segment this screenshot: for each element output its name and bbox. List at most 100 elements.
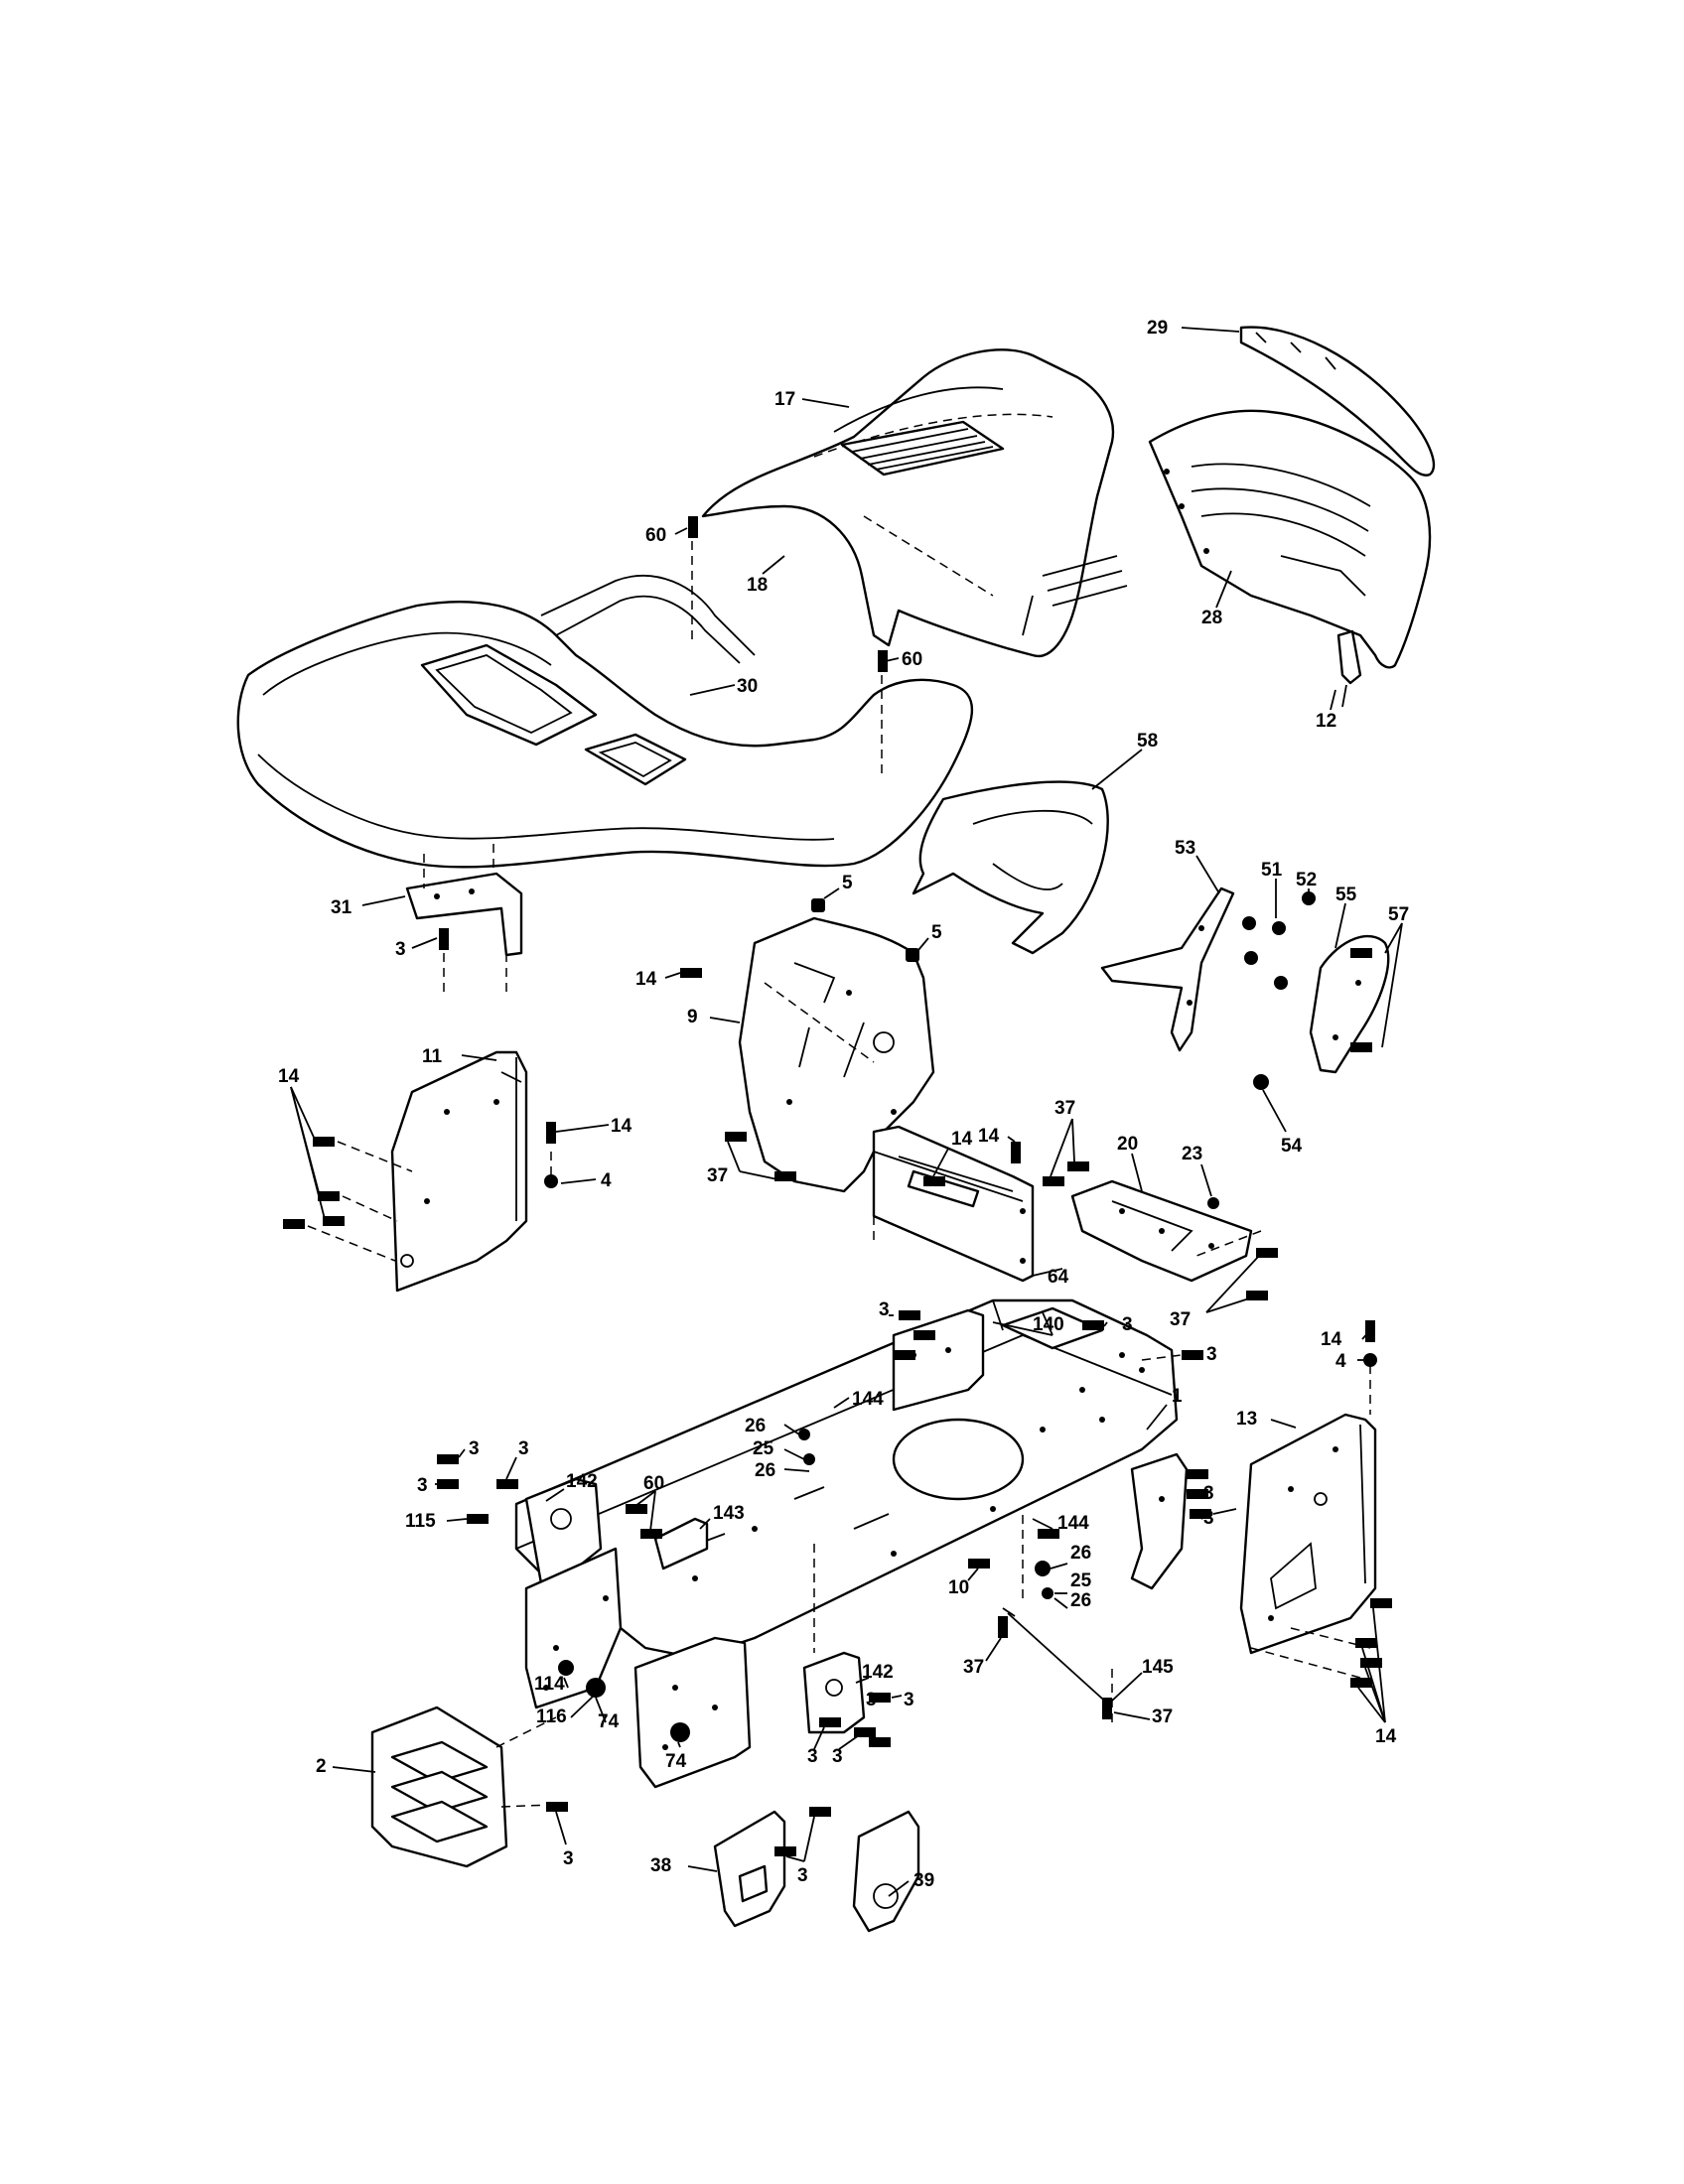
label-37: 37 xyxy=(1152,1706,1173,1727)
label-3: 3 xyxy=(563,1848,574,1869)
label-9: 9 xyxy=(687,1007,698,1027)
label-3: 3 xyxy=(469,1438,480,1459)
label-60: 60 xyxy=(643,1473,664,1494)
hood-grille xyxy=(840,420,1005,477)
bracket-143-part xyxy=(653,1517,709,1570)
label-57: 57 xyxy=(1388,904,1409,925)
label-39: 39 xyxy=(913,1870,934,1891)
label-14: 14 xyxy=(278,1066,300,1087)
label-38: 38 xyxy=(650,1855,671,1876)
bracket-12-part xyxy=(1336,629,1362,708)
bracket-55-part xyxy=(1309,934,1390,1074)
label-28: 28 xyxy=(1201,608,1222,628)
label-14: 14 xyxy=(951,1129,973,1150)
label-14: 14 xyxy=(978,1126,1000,1147)
label-114: 114 xyxy=(534,1674,565,1695)
label-37: 37 xyxy=(1170,1309,1191,1330)
frame-bracket-right-part xyxy=(1130,1452,1189,1590)
label-3: 3 xyxy=(1122,1314,1133,1335)
bumper-plate-part xyxy=(370,1706,508,1868)
grille-part xyxy=(1148,409,1432,669)
label-144: 144 xyxy=(1057,1513,1089,1534)
callout-labels: 17 29 60 18 28 60 30 12 58 53 51 52 55 5… xyxy=(278,318,1409,1891)
label-3: 3 xyxy=(797,1865,808,1886)
label-37: 37 xyxy=(1054,1098,1075,1119)
label-74: 74 xyxy=(598,1711,620,1732)
label-116: 116 xyxy=(536,1706,567,1727)
label-14: 14 xyxy=(1321,1329,1342,1350)
fender-part xyxy=(236,575,974,869)
label-26: 26 xyxy=(1070,1590,1091,1611)
label-11: 11 xyxy=(422,1046,443,1067)
label-20: 20 xyxy=(1117,1134,1138,1155)
bracket-39-part xyxy=(852,1810,920,1933)
label-3: 3 xyxy=(518,1438,529,1459)
hood-part xyxy=(701,348,1128,658)
label-25: 25 xyxy=(753,1438,774,1459)
label-55: 55 xyxy=(1335,885,1357,905)
label-14: 14 xyxy=(611,1116,632,1137)
label-10: 10 xyxy=(948,1577,969,1598)
label-51: 51 xyxy=(1261,860,1283,881)
label-143: 143 xyxy=(713,1503,745,1524)
label-26: 26 xyxy=(755,1460,775,1481)
label-3: 3 xyxy=(417,1475,428,1496)
label-30: 30 xyxy=(737,676,758,697)
label-3: 3 xyxy=(1206,1344,1217,1365)
axle-plate-part xyxy=(633,1636,752,1789)
rod-145-part xyxy=(1002,1607,1113,1708)
label-29: 29 xyxy=(1147,318,1168,339)
label-14: 14 xyxy=(635,969,657,990)
label-145: 145 xyxy=(1142,1657,1174,1678)
label-31: 31 xyxy=(331,897,352,918)
steering-support-part xyxy=(390,1050,528,1293)
label-142: 142 xyxy=(862,1662,894,1683)
leader-lines xyxy=(290,327,1403,1897)
label-12: 12 xyxy=(1316,711,1336,732)
label-3: 3 xyxy=(1203,1508,1214,1529)
label-144: 144 xyxy=(852,1389,884,1410)
label-74: 74 xyxy=(665,1751,687,1772)
label-115: 115 xyxy=(405,1511,436,1532)
label-5: 5 xyxy=(931,922,942,943)
label-142: 142 xyxy=(566,1471,598,1492)
side-plate-13-part xyxy=(1239,1413,1377,1655)
label-54: 54 xyxy=(1281,1136,1303,1157)
label-17: 17 xyxy=(774,389,795,410)
label-3: 3 xyxy=(832,1746,843,1767)
label-4: 4 xyxy=(601,1170,612,1191)
bracket-38-part xyxy=(713,1810,786,1928)
label-140: 140 xyxy=(1033,1314,1064,1335)
label-60: 60 xyxy=(645,525,666,546)
construction-lines xyxy=(307,541,1371,1808)
label-37: 37 xyxy=(963,1657,984,1678)
fender-bracket-part xyxy=(405,872,523,957)
label-5: 5 xyxy=(842,873,853,893)
label-60: 60 xyxy=(902,649,922,670)
label-3: 3 xyxy=(1203,1483,1214,1504)
label-3: 3 xyxy=(395,939,406,960)
label-26: 26 xyxy=(1070,1543,1091,1564)
label-25: 25 xyxy=(1070,1570,1092,1591)
fasteners xyxy=(283,516,1392,1856)
label-3: 3 xyxy=(807,1746,818,1767)
plate-20-part xyxy=(1070,1179,1253,1283)
heat-shield-part xyxy=(912,780,1109,955)
label-37: 37 xyxy=(707,1165,728,1186)
label-3: 3 xyxy=(866,1690,877,1710)
label-18: 18 xyxy=(747,575,768,596)
panel-64-part xyxy=(872,1125,1035,1283)
label-1: 1 xyxy=(1172,1386,1183,1407)
label-53: 53 xyxy=(1175,838,1195,859)
bracket-142-right-part xyxy=(802,1651,866,1734)
label-23: 23 xyxy=(1182,1144,1202,1164)
label-3: 3 xyxy=(904,1690,914,1710)
label-2: 2 xyxy=(316,1756,327,1777)
label-13: 13 xyxy=(1236,1409,1257,1430)
bracket-53-part xyxy=(1100,887,1235,1052)
grille-trim-part xyxy=(1239,326,1436,477)
label-3: 3 xyxy=(879,1299,890,1320)
label-64: 64 xyxy=(1048,1267,1069,1288)
label-14: 14 xyxy=(1375,1726,1397,1747)
